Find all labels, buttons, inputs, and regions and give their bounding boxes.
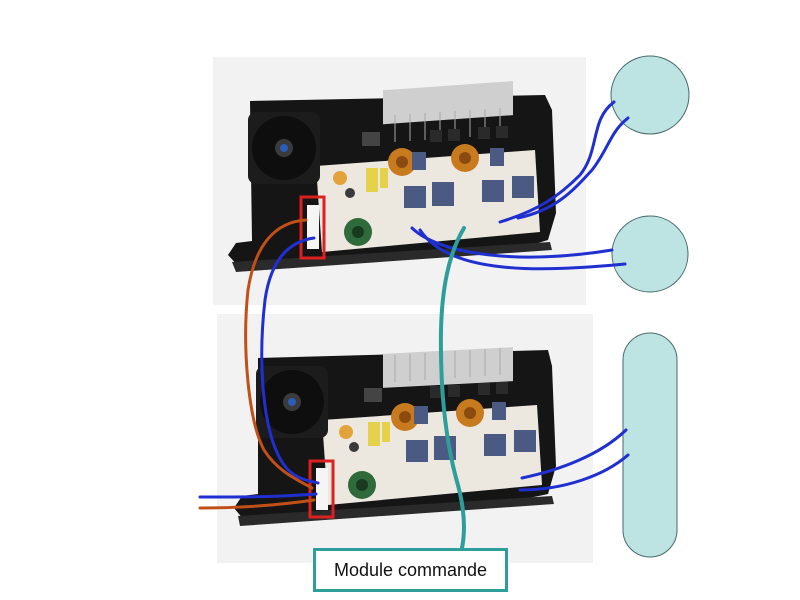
bottom-small-cap bbox=[349, 442, 359, 452]
wire-blue bbox=[498, 100, 616, 224]
bottom-fan-icon bbox=[256, 366, 328, 438]
wire-brown bbox=[198, 498, 316, 510]
bottom-small-cap bbox=[339, 425, 353, 439]
top-heatsink bbox=[383, 81, 513, 125]
bottom-connector-highlight bbox=[308, 459, 335, 519]
top-relays bbox=[404, 148, 534, 208]
top-transistor bbox=[448, 129, 460, 141]
bottom-coil-icon bbox=[348, 399, 484, 499]
top-heatsink-fins bbox=[394, 108, 501, 142]
cooking-zone-middle bbox=[611, 215, 689, 293]
wire-blue bbox=[520, 428, 628, 480]
top-connector bbox=[307, 205, 319, 249]
bottom-heatsink bbox=[383, 347, 513, 388]
bottom-transistor bbox=[496, 382, 508, 394]
bottom-transistor bbox=[448, 385, 460, 397]
control-module-label-text: Module commande bbox=[333, 559, 488, 580]
top-small-cap bbox=[333, 171, 347, 185]
top-transistor bbox=[496, 126, 508, 138]
cooking-zone-oval bbox=[622, 332, 678, 558]
top-capacitor-icon bbox=[366, 168, 378, 192]
top-small-cap bbox=[345, 188, 355, 198]
top-transistor bbox=[478, 127, 490, 139]
bottom-capacitor-icon bbox=[368, 422, 380, 446]
wire-brown bbox=[244, 218, 314, 490]
top-connector-highlight bbox=[299, 195, 326, 260]
wire-blue bbox=[516, 116, 630, 220]
wire-teal bbox=[438, 226, 466, 550]
wire-blue bbox=[418, 228, 627, 271]
bottom-connector bbox=[316, 468, 328, 510]
bottom-induction-board bbox=[234, 347, 556, 526]
bottom-capacitor-icon bbox=[382, 422, 390, 442]
top-induction-board bbox=[228, 81, 556, 272]
bottom-transistor bbox=[430, 386, 442, 398]
top-board-rail bbox=[232, 242, 552, 272]
cooking-zone-top bbox=[610, 55, 690, 135]
top-chip bbox=[362, 132, 380, 146]
top-coil-icon bbox=[344, 144, 479, 246]
bottom-chip bbox=[364, 388, 382, 402]
bottom-transistor bbox=[478, 383, 490, 395]
control-module-label: Module commande bbox=[313, 548, 508, 592]
wire-blue bbox=[198, 492, 318, 499]
top-transistor bbox=[430, 130, 442, 142]
top-capacitor-icon bbox=[380, 168, 388, 188]
wire-blue bbox=[260, 236, 320, 485]
top-fan-icon bbox=[248, 112, 320, 184]
wire-blue bbox=[518, 453, 630, 492]
